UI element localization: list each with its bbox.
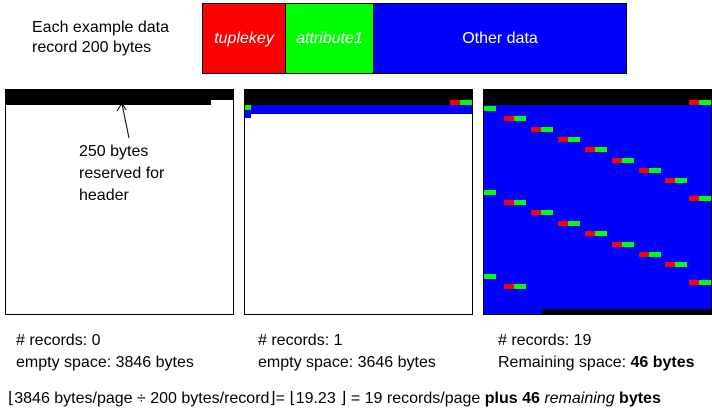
record-wrap-2-attribute1 (699, 280, 711, 285)
record-4-tuplekey (531, 127, 541, 132)
formula-remaining: remaining (544, 390, 615, 407)
record-wrap-2-tuplekey (689, 280, 699, 285)
header-arrow (116, 102, 130, 139)
record-11-attribute1 (514, 200, 526, 205)
attribute1-segment: attribute1 (286, 4, 374, 73)
record-14-tuplekey (585, 231, 595, 236)
page-full-graphic (484, 90, 711, 314)
remaining-space-block (542, 309, 711, 314)
record-layout-bar: tuplekey attribute1 Other data (202, 3, 627, 74)
header-block-tail (484, 100, 689, 105)
attribute1-label: attribute1 (296, 29, 363, 47)
record-16-tuplekey (639, 252, 649, 257)
tuplekey-segment: tuplekey (203, 4, 286, 73)
page-full (483, 89, 712, 315)
page-one-record-graphic (245, 90, 472, 118)
record-8-tuplekey (639, 168, 649, 173)
other-data-label: Other data (462, 29, 538, 47)
record-other-data (251, 105, 472, 114)
record-16-attribute1 (649, 252, 661, 257)
record-8-attribute1 (649, 168, 661, 173)
record-1-attribute1 (699, 100, 711, 105)
record-15-tuplekey (612, 242, 622, 247)
formula-main: ⌊3846 bytes/page ÷ 200 bytes/record⌋= ⌊1… (8, 390, 485, 407)
record-13-attribute1 (568, 221, 580, 226)
formula-plus: plus 46 (484, 390, 540, 407)
page-one-record (244, 89, 473, 315)
record-3-attribute1 (514, 116, 526, 121)
record-17-attribute1 (675, 262, 687, 267)
formula: ⌊3846 bytes/page ÷ 200 bytes/record⌋= ⌊1… (8, 389, 661, 409)
page-empty-graphic (6, 90, 233, 105)
record-11-tuplekey (504, 200, 514, 205)
header-block-tail (245, 100, 450, 105)
remaining-bytes-value: 46 bytes (630, 354, 695, 371)
record-5-tuplekey (558, 137, 568, 142)
record-7-attribute1 (622, 158, 634, 163)
record-12-tuplekey (531, 210, 541, 215)
record-9-attribute1 (675, 178, 687, 183)
record-6-tuplekey (585, 147, 595, 152)
header-annotation-line1: 250 bytes (79, 143, 149, 160)
page-empty-stats: # records: 0 empty space: 3846 bytes (16, 330, 194, 374)
header-annotation-line2: reserved for (79, 165, 165, 182)
record-5-attribute1 (568, 137, 580, 142)
record-18-attribute1 (484, 274, 496, 279)
record-19-tuplekey (504, 284, 514, 289)
other-data-segment: Other data (374, 4, 626, 73)
tuplekey-label: tuplekey (214, 29, 274, 47)
record-2-attribute1 (484, 106, 496, 111)
space-info: Remaining space: 46 bytes (498, 354, 695, 371)
header-block (245, 90, 472, 100)
space-info: empty space: 3846 bytes (16, 354, 194, 371)
space-info: empty space: 3646 bytes (258, 354, 436, 371)
record-10-attribute1 (484, 190, 496, 195)
header-block-tail (6, 100, 211, 105)
record-wrap-1-tuplekey (689, 196, 699, 201)
header-block (6, 90, 233, 100)
record-19-attribute1 (514, 284, 526, 289)
record-9-tuplekey (665, 178, 675, 183)
page-empty (5, 89, 234, 315)
record-15-attribute1 (622, 242, 634, 247)
record-13-tuplekey (558, 221, 568, 226)
records-count: # records: 1 (258, 332, 343, 349)
legend-caption-line1: Each example data (32, 19, 169, 36)
record-7-tuplekey (612, 158, 622, 163)
record-tuplekey (450, 100, 460, 105)
record-4-attribute1 (541, 127, 553, 132)
record-attribute1-wrap (245, 105, 251, 110)
record-14-attribute1 (595, 231, 607, 236)
header-block (484, 90, 711, 100)
record-17-tuplekey (665, 262, 675, 267)
record-6-attribute1 (595, 147, 607, 152)
record-1-tuplekey (689, 100, 699, 105)
page-one-record-stats: # records: 1 empty space: 3646 bytes (258, 330, 436, 374)
formula-bytes: bytes (619, 390, 661, 407)
records-count: # records: 0 (16, 332, 101, 349)
record-wrap-1-attribute1 (699, 196, 711, 201)
page-full-stats: # records: 19 Remaining space: 46 bytes (498, 330, 695, 374)
records-count: # records: 19 (498, 332, 592, 349)
header-annotation: 250 bytes reserved for header (79, 141, 199, 207)
legend-caption: Each example data record 200 bytes (32, 18, 202, 58)
record-attribute1 (460, 100, 472, 105)
record-12-attribute1 (541, 210, 553, 215)
legend-caption-line2: record 200 bytes (32, 39, 152, 56)
header-annotation-line3: header (79, 187, 129, 204)
record-other-data-tail (245, 110, 251, 118)
record-3-tuplekey (504, 116, 514, 121)
